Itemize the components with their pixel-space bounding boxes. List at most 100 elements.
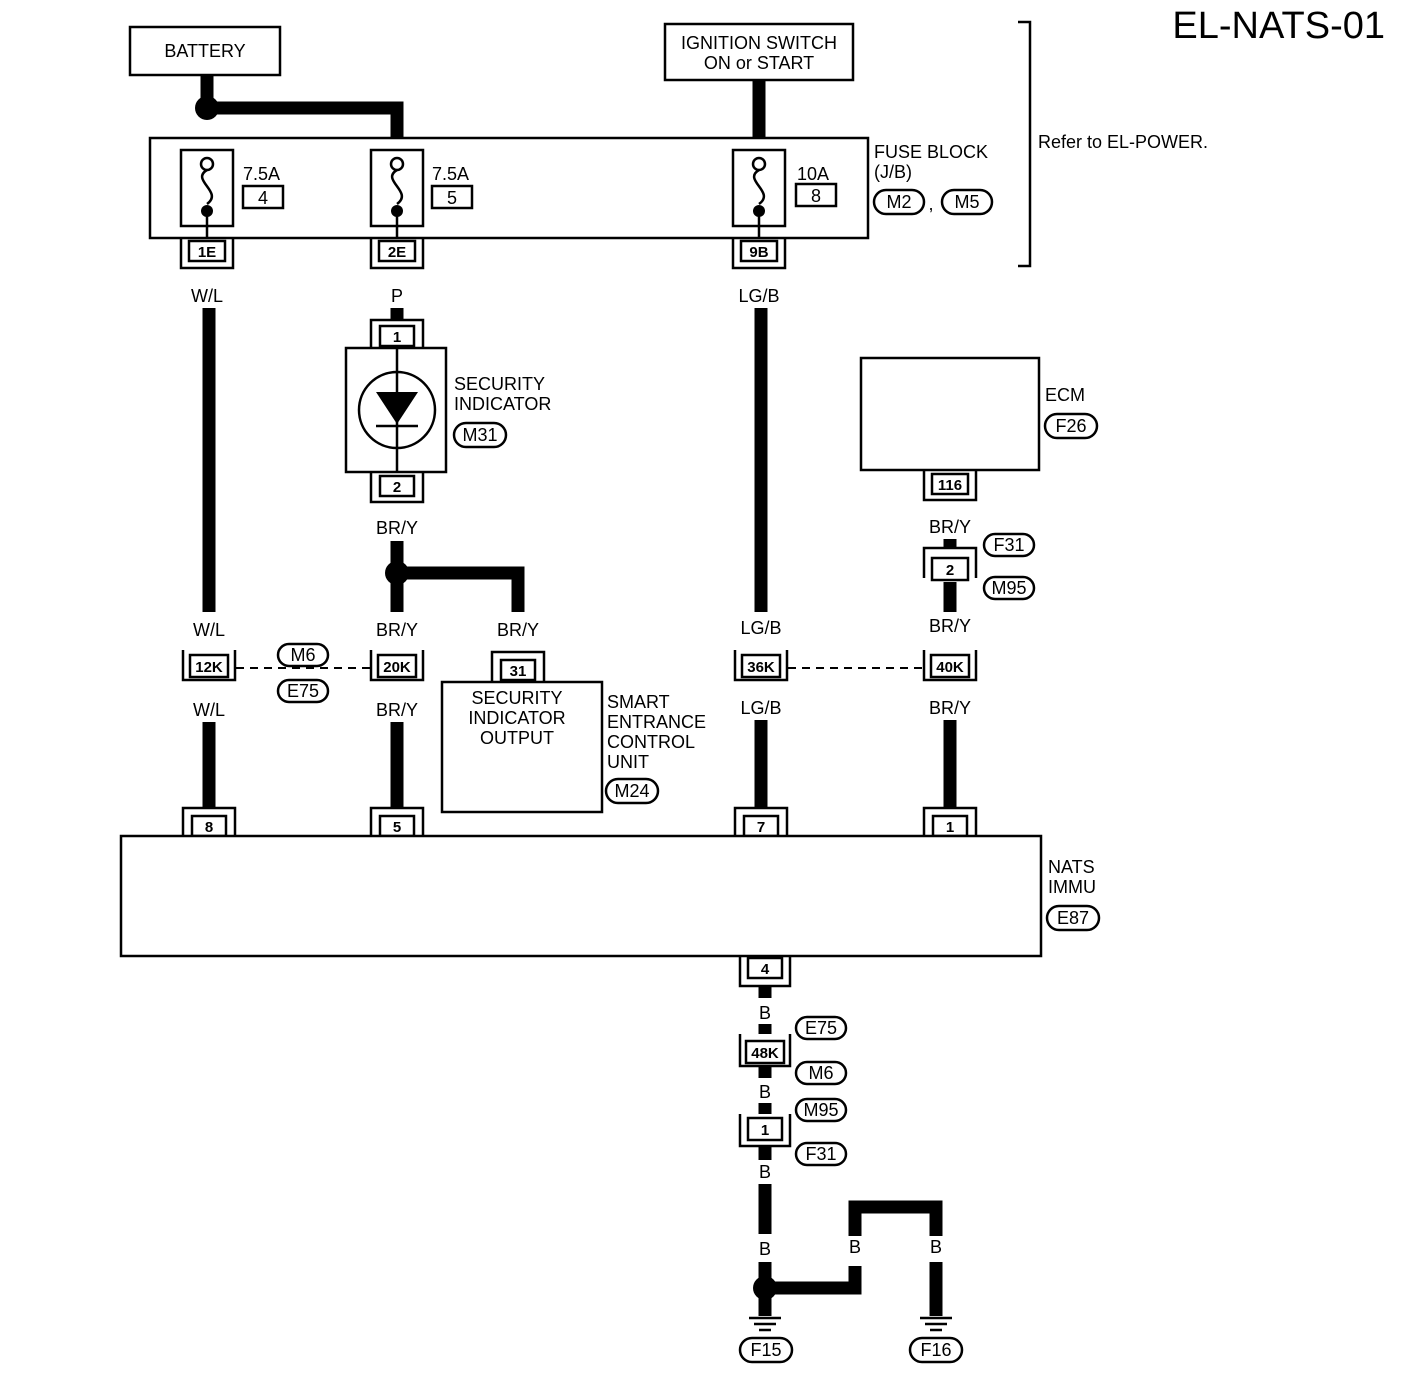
nats-immu-box [119, 834, 1043, 958]
ecm-connector: F26 [1055, 416, 1086, 436]
wire-color: BR/Y [929, 517, 971, 537]
svg-text:36K: 36K [747, 659, 775, 676]
smart-unit-name-3: CONTROL [607, 732, 695, 752]
terminal-2e: 2E [369, 238, 425, 270]
smart-unit-name-1: SMART [607, 692, 670, 712]
wire-color: P [391, 286, 403, 306]
smart-unit-inner-2: INDICATOR [468, 708, 565, 728]
connector-oval [1043, 412, 1099, 440]
fuse-8: 10A 8 [731, 148, 838, 238]
fuse-block-connector-1: M2 [886, 192, 911, 212]
connector-oval [276, 678, 330, 704]
connector-oval [794, 1060, 848, 1086]
fuse-block-line2: (J/B) [874, 162, 912, 182]
wire-color: BR/Y [376, 700, 418, 720]
connector-48k: 48K [738, 1034, 792, 1068]
svg-text:9B: 9B [749, 244, 768, 261]
svg-text:1: 1 [761, 1122, 769, 1139]
joint-connector-2: 2 [922, 546, 978, 582]
nats-connector: E87 [1057, 908, 1089, 928]
connector-20k: 20K [369, 650, 425, 682]
fuse-number: 4 [258, 188, 268, 208]
fuse-rating: 10A [797, 164, 829, 184]
battery-box [128, 25, 282, 77]
svg-text:20K: 20K [383, 659, 411, 676]
svg-text:4: 4 [761, 961, 770, 978]
refer-note: Refer to EL-POWER. [1038, 132, 1208, 152]
harness-connector-bottom: E75 [287, 681, 319, 701]
fuse-block-separator: , [928, 194, 933, 214]
svg-text:7: 7 [757, 819, 765, 836]
wire-color: B [930, 1237, 942, 1257]
ecm-box [859, 356, 1041, 472]
fuse-block-connector-2: M5 [954, 192, 979, 212]
ground-conn2-bottom: F31 [805, 1144, 836, 1164]
svg-text:1: 1 [393, 329, 401, 346]
page-title: EL-NATS-01 [1172, 5, 1385, 47]
smart-unit-box [440, 680, 604, 814]
wire-color: W/L [193, 700, 225, 720]
svg-text:5: 5 [393, 819, 401, 836]
svg-text:116: 116 [938, 477, 962, 494]
wire-color: W/L [193, 620, 225, 640]
fuse-number: 5 [447, 188, 457, 208]
nats-pin-8: 8 [181, 806, 237, 838]
ecm-label: ECM [1045, 385, 1085, 405]
ground-f15: F15 [750, 1340, 781, 1360]
fuse-block-bracket [1018, 20, 1032, 268]
wire-color: B [759, 1082, 771, 1102]
wire-color: BR/Y [376, 518, 418, 538]
connector-oval [872, 188, 926, 216]
ecm-pin-116: 116 [922, 470, 978, 502]
nats-pin-5: 5 [369, 806, 425, 838]
wire-color: BR/Y [376, 620, 418, 640]
fuse-rating: 7.5A [243, 164, 280, 184]
security-indicator-line2: INDICATOR [454, 394, 551, 414]
ground-icon [920, 1316, 952, 1332]
fuse-4: 7.5A 4 [179, 148, 285, 238]
connector-oval [276, 642, 330, 668]
wire-color: B [849, 1237, 861, 1257]
security-indicator-lamp [357, 370, 437, 450]
svg-text:2E: 2E [388, 244, 406, 261]
svg-text:1E: 1E [198, 244, 216, 261]
nats-pin-4: 4 [738, 956, 792, 988]
smart-unit-name-2: ENTRANCE [607, 712, 706, 732]
wire-color: LG/B [738, 286, 779, 306]
smart-unit-connector: M24 [614, 781, 649, 801]
connector-12k: 12K [181, 650, 237, 682]
connector-40k: 40K [922, 650, 978, 682]
ground-conn1-bottom: M6 [808, 1063, 833, 1083]
wire-color: B [759, 1003, 771, 1023]
smart-unit-pin-31: 31 [490, 650, 546, 682]
ignition-line1: IGNITION SWITCH [681, 33, 837, 53]
connector-oval [1045, 904, 1101, 932]
connector-oval [794, 1097, 848, 1123]
connector-oval [738, 1336, 794, 1364]
nats-line1: NATS [1048, 857, 1095, 877]
security-indicator-connector: M31 [462, 425, 497, 445]
fuse-5: 7.5A 5 [369, 148, 474, 238]
connector-oval [982, 575, 1036, 601]
ground-conn2-top: M95 [803, 1100, 838, 1120]
svg-text:12K: 12K [195, 659, 223, 676]
joint-connector-bottom: M95 [991, 578, 1026, 598]
battery-label: BATTERY [164, 41, 245, 61]
svg-text:2: 2 [393, 479, 401, 496]
wire-color: LG/B [740, 698, 781, 718]
svg-text:1: 1 [946, 819, 954, 836]
smart-unit-inner-3: OUTPUT [480, 728, 554, 748]
smart-unit-inner-1: SECURITY [471, 688, 562, 708]
fuse-number: 8 [811, 186, 821, 206]
ground-f16: F16 [920, 1340, 951, 1360]
security-indicator-pin-1: 1 [369, 318, 425, 348]
diode-icon [376, 392, 418, 424]
connector-36k: 36K [733, 650, 789, 682]
terminal-1e: 1E [179, 238, 235, 270]
connector-oval [794, 1015, 848, 1041]
smart-unit-name-4: UNIT [607, 752, 649, 772]
connector-oval [604, 777, 660, 805]
fuse-rating: 7.5A [432, 164, 469, 184]
terminal-9b: 9B [731, 238, 787, 270]
